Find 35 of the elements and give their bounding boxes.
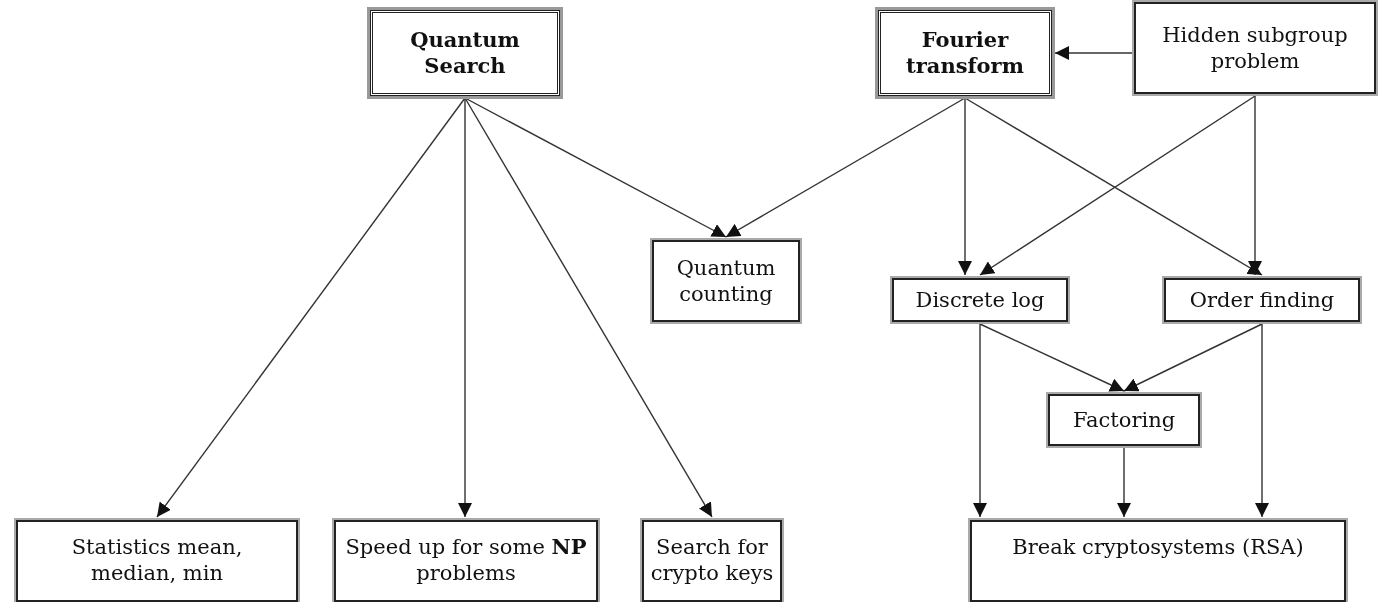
- process-box: [16, 520, 298, 602]
- process-box: [1164, 278, 1360, 322]
- arrow: [973, 323, 987, 518]
- process-box: [1048, 394, 1200, 446]
- node-label: Order finding: [1189, 286, 1335, 314]
- arrow: [1255, 323, 1269, 518]
- arrow: [1054, 46, 1133, 60]
- arrow: [156, 97, 466, 518]
- node-label: Fourier transform: [905, 26, 1025, 80]
- arrow: [464, 97, 713, 518]
- arrow: [1123, 323, 1263, 392]
- process-box: [652, 240, 800, 322]
- arrow: [979, 323, 1125, 392]
- process-box: [334, 520, 598, 602]
- process-box: [1134, 2, 1376, 94]
- arrow: [1248, 95, 1262, 276]
- node-label: Quantum Search: [409, 26, 521, 80]
- arrow: [458, 97, 472, 518]
- node-label: Hidden subgroup problem: [1161, 21, 1349, 75]
- node-label: Search for crypto keys: [650, 534, 774, 587]
- process-box: [892, 278, 1068, 322]
- topic-box: [370, 10, 560, 96]
- process-box: [970, 520, 1346, 602]
- node-label: Speed up for some NP problems: [344, 534, 588, 587]
- process-box: [642, 520, 782, 602]
- arrow: [958, 97, 972, 276]
- node-label: Factoring: [1072, 406, 1176, 434]
- arrow: [464, 97, 727, 238]
- arrow: [1117, 447, 1131, 518]
- topic-box: [878, 10, 1052, 96]
- node-label: Break cryptosystems (RSA): [1012, 534, 1304, 561]
- node-label: Discrete log: [915, 286, 1045, 314]
- node-label: Statistics mean, median, min: [70, 534, 244, 587]
- arrow: [725, 97, 966, 238]
- node-label: Quantum counting: [675, 254, 777, 308]
